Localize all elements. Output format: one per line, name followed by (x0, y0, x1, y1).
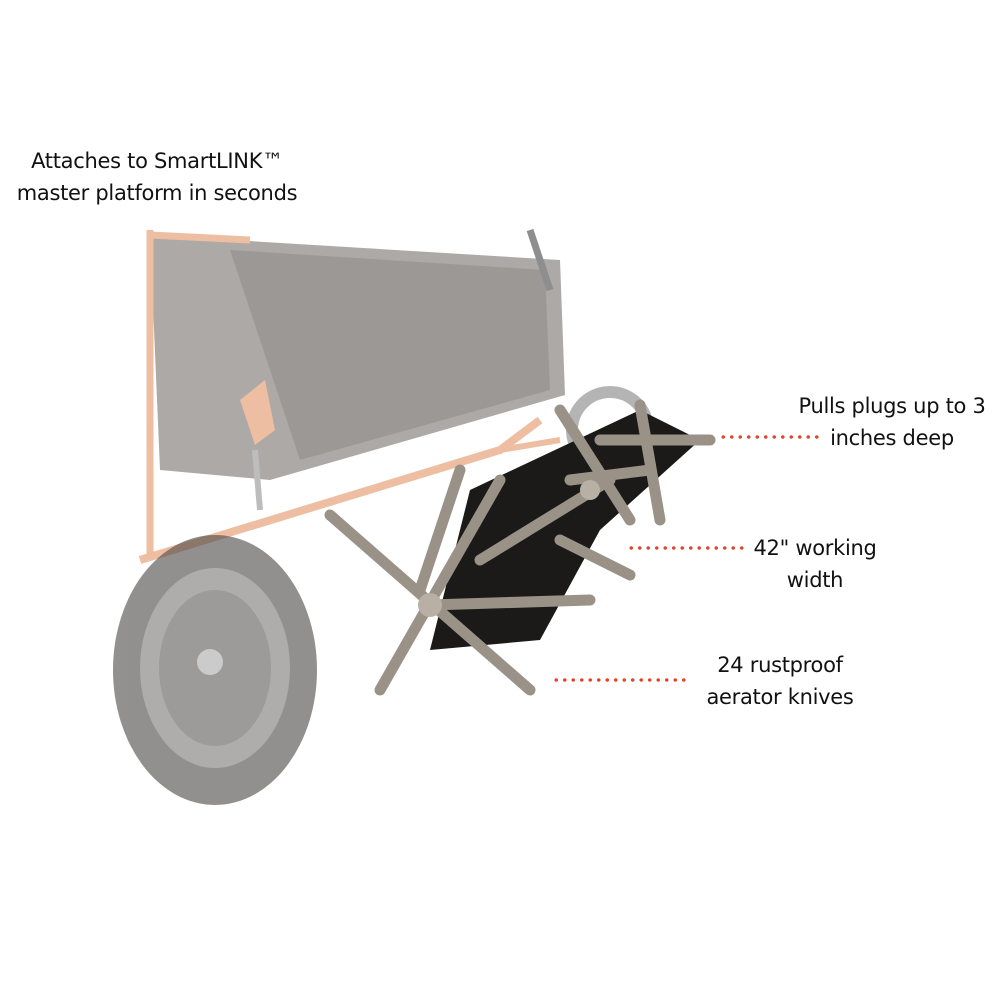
callout-attach: Attaches to SmartLINK™ master platform i… (0, 145, 314, 209)
aerator-spool (324, 399, 716, 696)
callout-depth-line2: inches deep (830, 426, 954, 450)
wheel (113, 535, 317, 805)
leader-line-width (627, 546, 745, 550)
leader-line-depth (719, 435, 819, 439)
callout-attach-line1: Attaches to SmartLINK™ (31, 149, 283, 173)
callout-width: 42" working width (745, 532, 885, 596)
callout-depth-line1: Pulls plugs up to 3 (798, 394, 986, 418)
callout-width-line1: 42" working (753, 536, 877, 560)
callout-knives-line2: aerator knives (706, 685, 854, 709)
leader-line-knives (552, 678, 690, 682)
callout-depth: Pulls plugs up to 3 inches deep (790, 390, 994, 454)
callout-attach-line2: master platform in seconds (16, 181, 298, 205)
callout-knives: 24 rustproof aerator knives (695, 649, 865, 713)
callout-knives-line1: 24 rustproof (717, 653, 843, 677)
callout-width-line2: width (786, 568, 844, 592)
